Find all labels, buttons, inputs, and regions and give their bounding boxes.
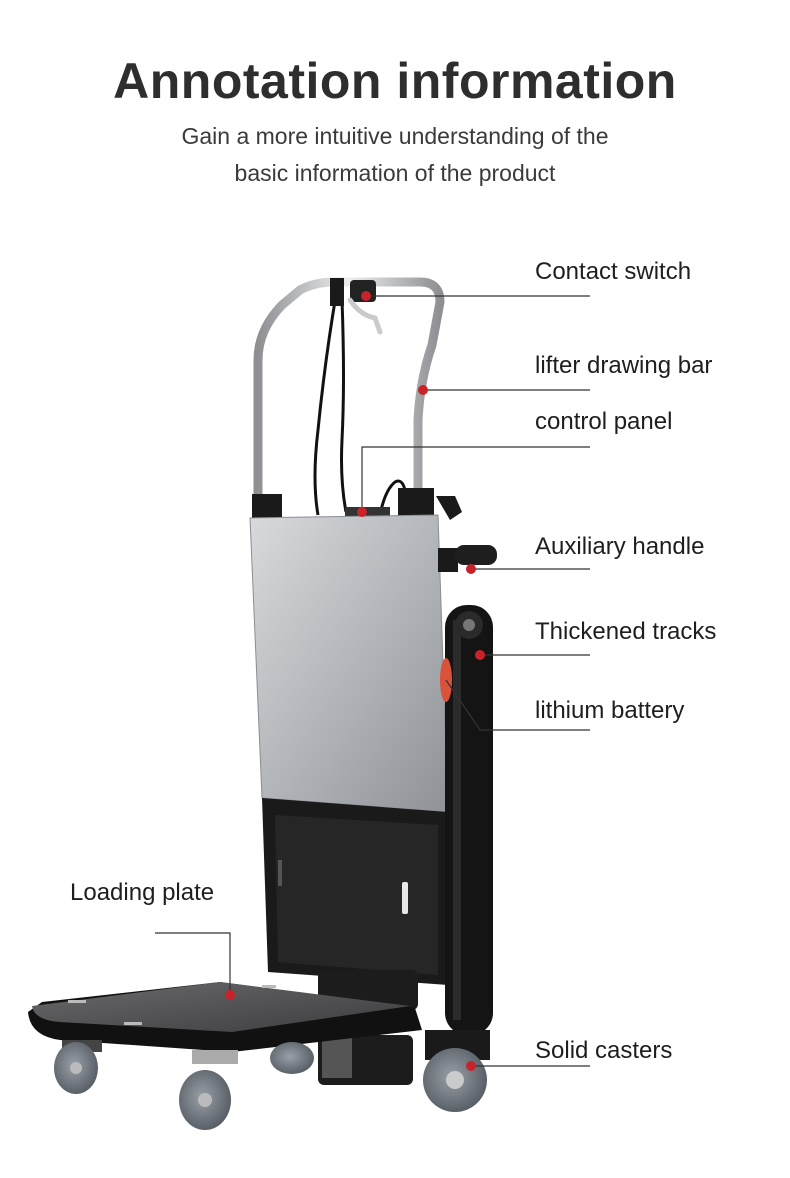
thickened-tracks [440, 605, 493, 1035]
label-lifter-drawing-bar: lifter drawing bar [535, 352, 713, 379]
marker-dot [225, 990, 235, 1000]
lifter-drawing-bar [253, 277, 445, 505]
hinge [278, 860, 282, 886]
page-subtitle: Gain a more intuitive understanding of t… [0, 118, 790, 192]
leader-lines [155, 295, 590, 1067]
annotation-markers [225, 291, 485, 1071]
crank-handle [436, 496, 462, 520]
page-title: Annotation information [113, 53, 677, 109]
left-bracket [252, 494, 282, 520]
label-solid-casters: Solid casters [535, 1037, 673, 1064]
marker-dot [466, 1061, 476, 1071]
subtitle-line-2: basic information of the product [234, 160, 556, 186]
marker-dot [361, 291, 371, 301]
battery-cover [275, 815, 438, 975]
solid-casters [54, 1030, 490, 1130]
right-bracket [398, 488, 434, 518]
steel-cover [249, 514, 449, 813]
label-contact-switch: Contact switch [535, 258, 692, 285]
label-thickened-tracks: Thickened tracks [535, 618, 717, 645]
marker-dot [418, 385, 428, 395]
subtitle-line-1: Gain a more intuitive understanding of t… [181, 123, 609, 149]
handle-slot [402, 882, 408, 914]
contact-switch [330, 278, 383, 335]
label-loading-plate: Loading plate [70, 879, 215, 906]
marker-dot [466, 564, 476, 574]
auxiliary-handle [438, 545, 497, 572]
label-control-panel: control panel [535, 408, 673, 435]
label-lithium-battery: lithium battery [535, 697, 685, 724]
cable [313, 294, 407, 516]
loading-plate [28, 982, 422, 1052]
marker-dot [475, 650, 485, 660]
marker-dot [357, 507, 367, 517]
label-auxiliary-handle: Auxiliary handle [535, 533, 705, 560]
